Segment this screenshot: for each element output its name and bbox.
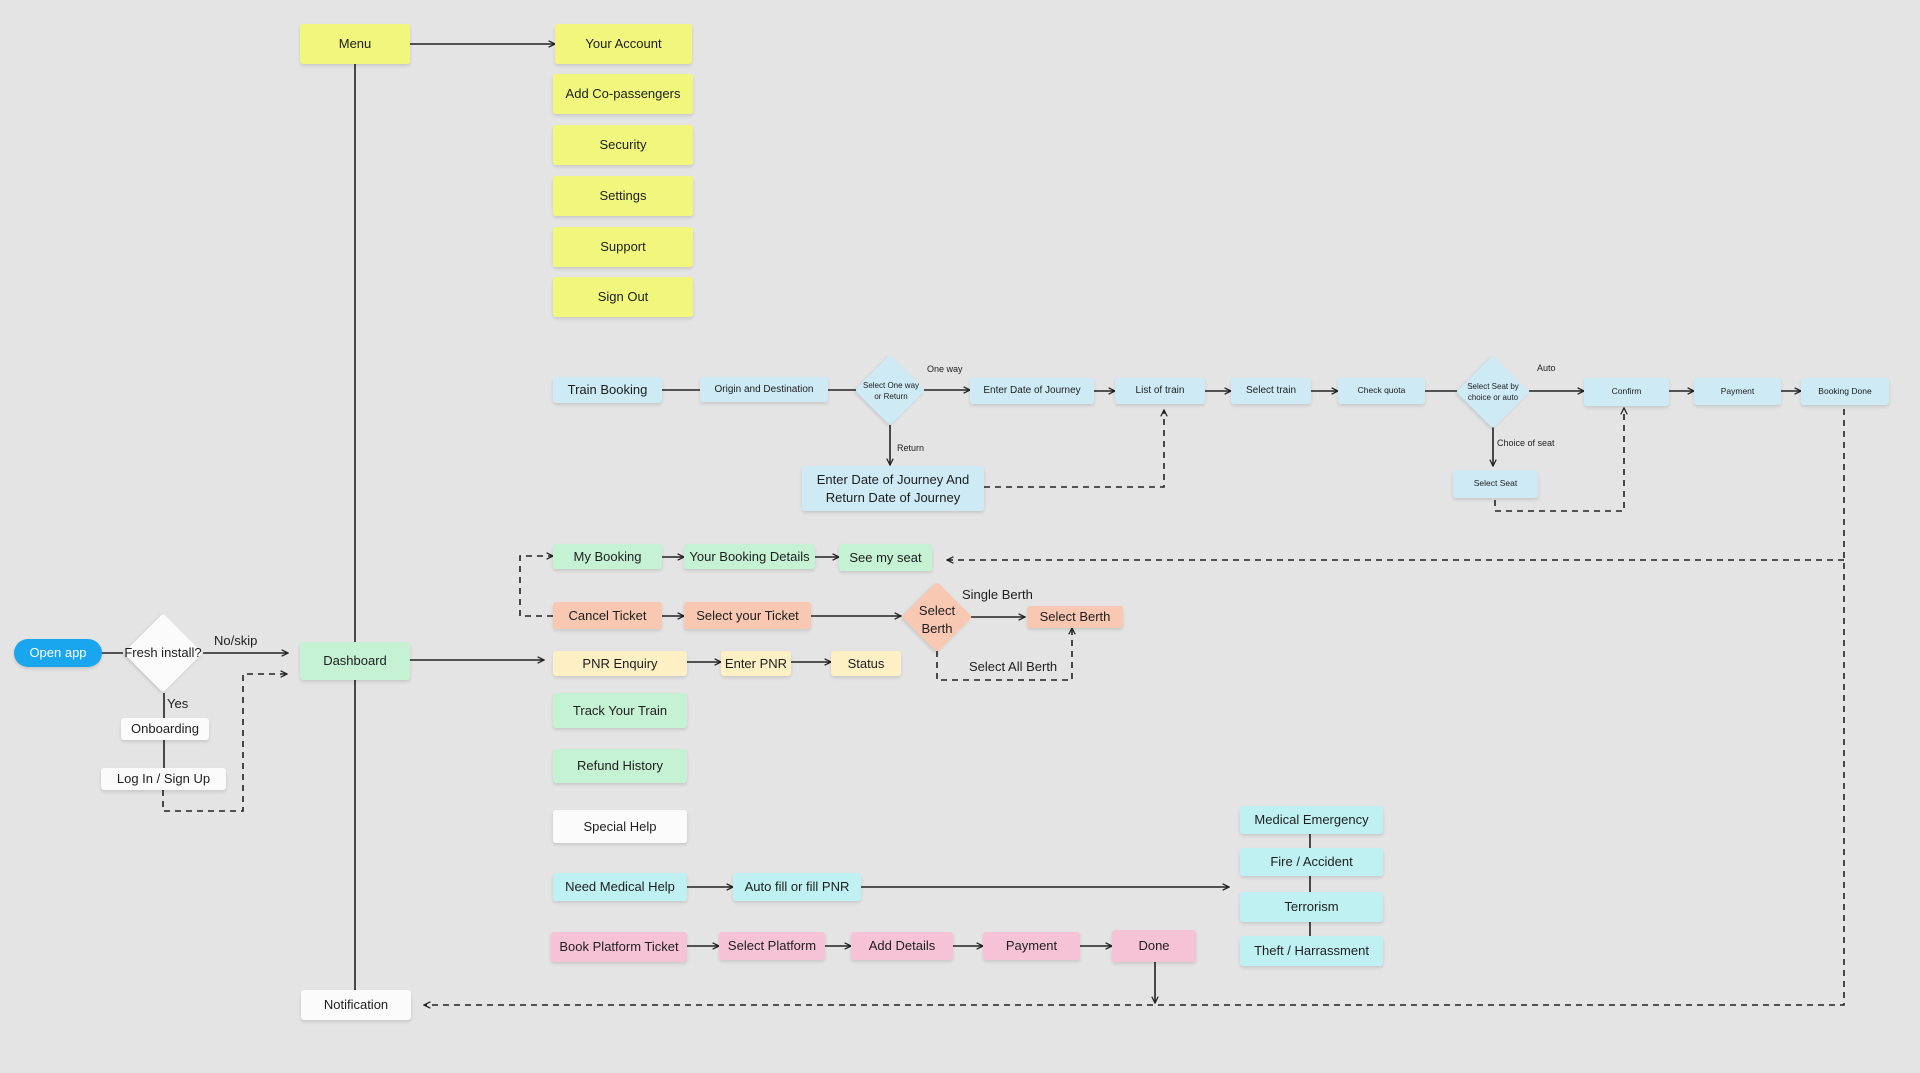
node-origin-destination: Origin and Destination: [700, 377, 828, 402]
node-your-booking-details: Your Booking Details: [684, 544, 815, 569]
node-booking-done: Booking Done: [1801, 378, 1889, 405]
node-terrorism: Terrorism: [1240, 892, 1383, 922]
menu-item-your-account: Your Account: [555, 24, 692, 64]
node-auto-fill-pnr: Auto fill or fill PNR: [733, 873, 861, 901]
node-see-my-seat: See my seat: [839, 544, 932, 571]
node-cancel-ticket: Cancel Ticket: [553, 602, 662, 629]
node-pnr-enquiry: PNR Enquiry: [553, 651, 687, 676]
node-confirm: Confirm: [1584, 378, 1669, 406]
edge-label-auto: Auto: [1537, 363, 1556, 373]
node-enter-pnr: Enter PNR: [721, 651, 791, 676]
node-refund-history: Refund History: [553, 749, 687, 783]
node-check-quota: Check quota: [1338, 378, 1425, 404]
node-select-train: Select train: [1231, 378, 1311, 404]
node-notification: Notification: [301, 990, 411, 1020]
edge-label-return: Return: [897, 443, 925, 453]
node-train-booking: Train Booking: [553, 377, 662, 403]
node-dashboard: Dashboard: [300, 642, 410, 680]
node-select-seat: Select Seat: [1453, 470, 1538, 498]
menu-item-support: Support: [553, 227, 693, 267]
menu-item-add-co-passengers: Add Co-passengers: [553, 74, 693, 114]
edge-label-choice-of-seat: Choice of seat: [1497, 438, 1555, 448]
node-status: Status: [831, 651, 901, 676]
menu-item-sign-out: Sign Out: [553, 277, 693, 317]
node-special-help: Special Help: [553, 810, 687, 843]
node-fire-accident: Fire / Accident: [1240, 848, 1383, 876]
node-list-of-train: List of train: [1115, 378, 1205, 404]
node-payment: Payment: [1694, 378, 1781, 405]
edge-label-select-all-berth: Select All Berth: [969, 659, 1058, 674]
node-theft-harrassment: Theft / Harrassment: [1240, 936, 1383, 966]
node-enter-date: Enter Date of Journey: [970, 378, 1094, 404]
node-track-your-train: Track Your Train: [553, 693, 687, 728]
node-menu: Menu: [300, 24, 410, 64]
node-enter-return-date: Enter Date of Journey And Return Date of…: [802, 466, 984, 511]
node-book-platform-ticket: Book Platform Ticket: [551, 932, 687, 962]
edge-label-yes: Yes: [167, 696, 189, 711]
menu-item-security: Security: [553, 125, 693, 165]
node-select-platform: Select Platform: [719, 932, 825, 960]
menu-item-settings: Settings: [553, 176, 693, 216]
node-need-medical-help: Need Medical Help: [553, 873, 687, 901]
node-select-berth: Select Berth: [1027, 606, 1123, 628]
node-platform-payment: Payment: [983, 932, 1080, 960]
edge-label-single-berth: Single Berth: [962, 587, 1033, 602]
node-onboarding: Onboarding: [121, 718, 209, 740]
decision-select-berth: Select Berth: [918, 603, 956, 636]
node-done: Done: [1112, 930, 1196, 962]
node-select-your-ticket: Select your Ticket: [684, 602, 811, 629]
node-add-details: Add Details: [851, 932, 953, 960]
edge-label-no-skip: No/skip: [214, 633, 258, 648]
node-login-signup: Log In / Sign Up: [101, 768, 226, 790]
node-medical-emergency: Medical Emergency: [1240, 806, 1383, 834]
node-my-booking: My Booking: [553, 544, 662, 569]
start-node-open-app: Open app: [14, 639, 102, 667]
decision-one-way-return: Select One way or Return: [862, 380, 920, 401]
decision-seat-choice: Select Seat by choice or auto: [1467, 381, 1519, 402]
decision-fresh-install: Fresh install?: [124, 645, 202, 661]
edge-label-one-way: One way: [927, 364, 963, 374]
